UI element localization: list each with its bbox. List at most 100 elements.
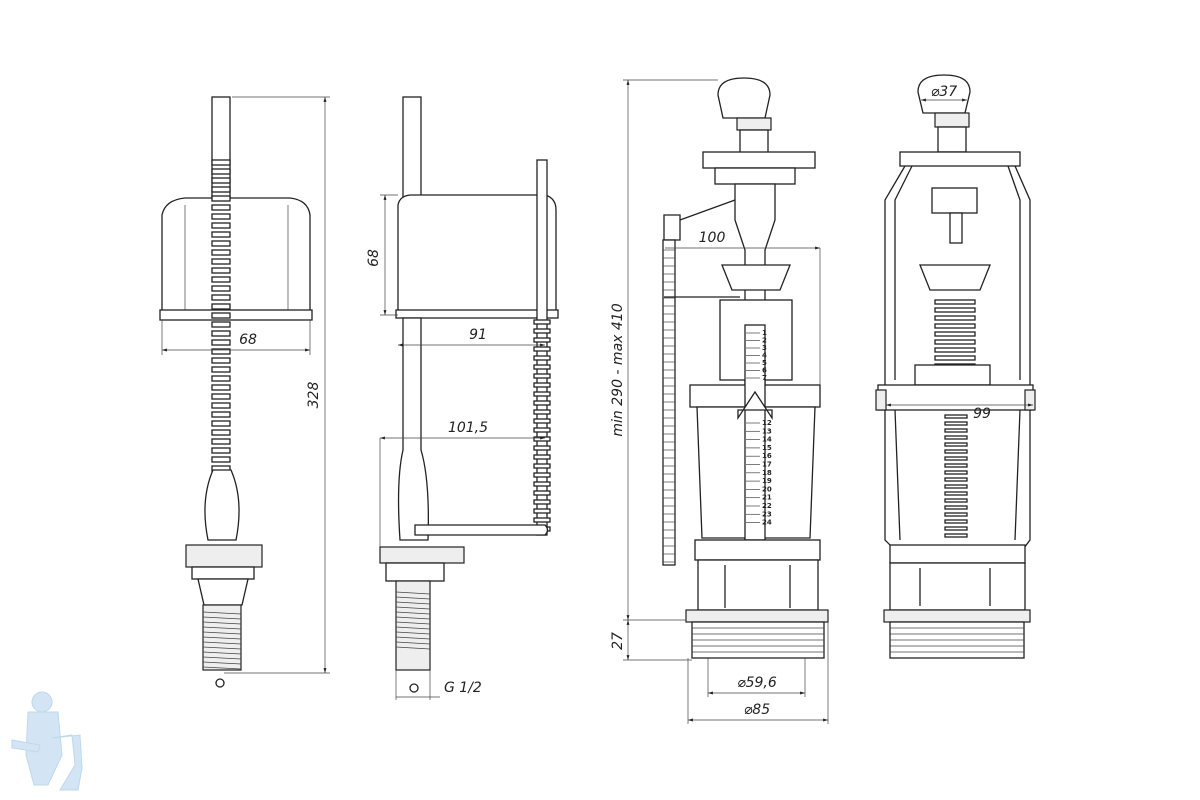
thread-line	[395, 611, 431, 615]
chain-link	[211, 339, 231, 346]
chain-link	[211, 366, 231, 373]
thread-line	[395, 636, 431, 640]
spring-coil	[944, 435, 968, 440]
thread-line	[202, 631, 242, 635]
spring-coil	[944, 505, 968, 510]
scale-label: 14	[762, 436, 772, 444]
scale-label: 19	[762, 477, 772, 485]
spring-coil	[944, 463, 968, 468]
spring-coil	[934, 355, 976, 361]
rod-notch	[533, 490, 551, 496]
spring-coil	[944, 526, 968, 531]
thread-line	[395, 626, 431, 630]
thread-line	[395, 616, 431, 620]
rod-notch	[533, 427, 551, 433]
spring-coil	[944, 421, 968, 426]
spring-coil	[944, 449, 968, 454]
thread-line	[202, 646, 242, 650]
spring-coil	[944, 519, 968, 524]
chain-link	[211, 240, 231, 247]
chain-link	[211, 213, 231, 220]
chain-link	[211, 375, 231, 382]
chain-link	[211, 456, 231, 463]
chain-link	[211, 411, 231, 418]
chain-link	[211, 357, 231, 364]
fill-valve-front-view: 328 68	[159, 96, 330, 688]
chain-link	[211, 276, 231, 283]
rod-notch	[533, 499, 551, 505]
rod-notch	[533, 508, 551, 514]
chain-link	[211, 312, 231, 319]
fill-valve-side-view: 68 91 101,5 G 1/2	[366, 96, 559, 700]
thread-line	[202, 611, 242, 615]
dim-height-range: min 290 - max 410	[610, 303, 626, 436]
spring-coil	[944, 533, 968, 538]
spring-coil	[944, 428, 968, 433]
rod-notch	[533, 463, 551, 469]
spring-coil	[944, 491, 968, 496]
scale-label: 18	[762, 469, 772, 477]
scale-label: 17	[762, 461, 772, 469]
thread-line	[395, 606, 431, 610]
dim-float-width: 68	[239, 332, 257, 348]
chain-link	[211, 303, 231, 310]
chain-link	[211, 294, 231, 301]
rod-notch	[533, 382, 551, 388]
thread-line	[202, 621, 242, 625]
dim-dia-59-6: ⌀59,6	[737, 675, 777, 691]
thread-line	[395, 646, 431, 650]
thread-line	[202, 636, 242, 640]
scale-label: 15	[762, 444, 772, 452]
spring-coil	[934, 299, 976, 305]
dim-button-dia: ⌀37	[931, 84, 957, 100]
spring-coil	[944, 484, 968, 489]
spring-coil	[944, 470, 968, 475]
scale-label: 1	[762, 329, 767, 337]
dim-27: 27	[610, 632, 626, 650]
scale-label: 21	[762, 494, 772, 502]
rod-notch	[533, 445, 551, 451]
scale-label: 7	[762, 374, 767, 382]
dim-float-height: 68	[366, 249, 382, 267]
dim-100: 100	[699, 230, 726, 246]
chain-link	[211, 438, 231, 445]
scale-label: 23	[762, 510, 772, 518]
chain-link	[211, 249, 231, 256]
scale-label: 2	[762, 337, 767, 345]
dim-height-328: 328	[306, 382, 322, 409]
thread-line	[202, 641, 242, 645]
rod-notch	[533, 319, 551, 325]
dim-dia-85: ⌀85	[744, 702, 770, 718]
thread-line	[395, 631, 431, 635]
thread-line	[395, 621, 431, 625]
rod-notch	[533, 337, 551, 343]
rod-notch	[533, 364, 551, 370]
scale-label: 13	[762, 427, 772, 435]
scale-label: 16	[762, 452, 772, 460]
chain-link	[211, 177, 231, 184]
scale-label: 24	[762, 519, 772, 527]
scale-label: 3	[762, 344, 767, 352]
flush-valve-side-view: ⌀37 99	[875, 74, 1036, 659]
spring-coil	[944, 456, 968, 461]
spring-coil	[934, 347, 976, 353]
spring-coil	[934, 339, 976, 345]
rod-notch	[533, 472, 551, 478]
spring-coil	[934, 323, 976, 329]
rod-notch	[533, 436, 551, 442]
spring-coil	[944, 477, 968, 482]
chain-link	[211, 429, 231, 436]
chain-link	[211, 447, 231, 454]
thread-line	[202, 626, 242, 630]
chain-link	[211, 168, 231, 175]
chain-link	[211, 267, 231, 274]
thread-line	[202, 661, 242, 665]
rod-notch	[533, 373, 551, 379]
dim-thread-g12: G 1/2	[444, 680, 482, 696]
scale-label: 5	[762, 359, 767, 367]
thread-line	[202, 666, 242, 670]
scale-label: 22	[762, 502, 772, 510]
chain-link	[211, 195, 231, 202]
chain-link	[211, 231, 231, 238]
